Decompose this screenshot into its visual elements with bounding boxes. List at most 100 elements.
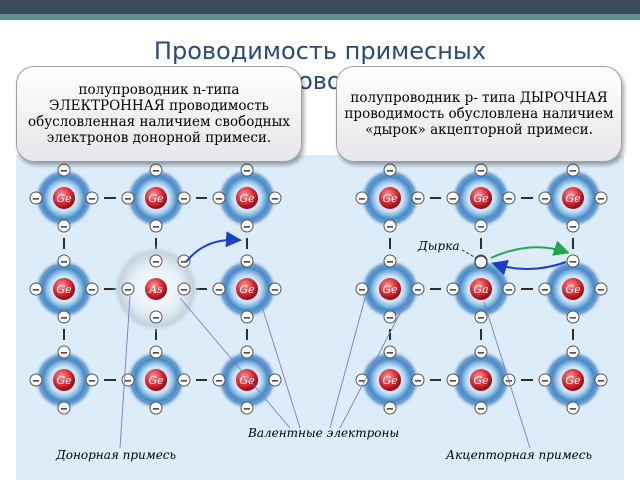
svg-text:−: − bbox=[414, 194, 422, 205]
svg-text:−: − bbox=[88, 194, 96, 205]
svg-text:−: − bbox=[180, 194, 188, 205]
svg-text:−: − bbox=[358, 285, 366, 296]
valence-electron: − bbox=[149, 254, 163, 268]
valence-electron: − bbox=[240, 254, 254, 268]
atom-label: Ge bbox=[473, 374, 489, 387]
svg-text:−: − bbox=[477, 222, 485, 233]
valence-electron: − bbox=[502, 191, 516, 205]
atom-label: Ge bbox=[565, 374, 581, 387]
svg-text:−: − bbox=[152, 222, 160, 233]
valence-electron: − bbox=[57, 254, 71, 268]
hole-move-arrow bbox=[490, 240, 570, 259]
svg-text:−: − bbox=[597, 376, 605, 387]
atom-label: As bbox=[148, 283, 163, 296]
valence-electron: − bbox=[149, 310, 163, 324]
svg-text:−: − bbox=[597, 285, 605, 296]
valence-electron: − bbox=[502, 282, 516, 296]
svg-text:−: − bbox=[180, 285, 188, 296]
svg-text:−: − bbox=[569, 166, 577, 177]
free-electron-arrow bbox=[185, 231, 242, 263]
valence-electron: − bbox=[538, 373, 552, 387]
atom-label: Ge bbox=[148, 374, 164, 387]
valence-electron: − bbox=[177, 373, 191, 387]
atom-label: Ge bbox=[473, 192, 489, 205]
svg-text:−: − bbox=[243, 313, 251, 324]
ge-atom: Ge bbox=[34, 259, 94, 319]
valence-electron: − bbox=[149, 345, 163, 359]
ge-atom: Ge bbox=[126, 168, 186, 228]
valence-electron: − bbox=[177, 254, 191, 268]
valence-electron: − bbox=[446, 282, 460, 296]
svg-text:−: − bbox=[386, 313, 394, 324]
donor-caption: Донорная примесь bbox=[55, 448, 176, 462]
svg-text:−: − bbox=[569, 222, 577, 233]
svg-text:−: − bbox=[386, 348, 394, 359]
svg-text:−: − bbox=[414, 376, 422, 387]
valence-electron: − bbox=[566, 401, 580, 415]
valence-electron: − bbox=[177, 282, 191, 296]
svg-text:−: − bbox=[271, 194, 279, 205]
p-type-callout: полупроводник р- типа ДЫРОЧНАЯ проводимо… bbox=[336, 66, 622, 162]
svg-text:−: − bbox=[449, 376, 457, 387]
valence-electron: − bbox=[411, 373, 425, 387]
svg-text:−: − bbox=[60, 313, 68, 324]
svg-text:−: − bbox=[243, 222, 251, 233]
svg-text:−: − bbox=[386, 166, 394, 177]
valence-electron: − bbox=[566, 219, 580, 233]
svg-text:−: − bbox=[541, 285, 549, 296]
ge-atom: Ge bbox=[543, 168, 603, 228]
svg-text:−: − bbox=[124, 285, 132, 296]
valence-electron: − bbox=[474, 163, 488, 177]
acceptor-caption: Акцепторная примесь bbox=[445, 448, 592, 462]
valence-electron: − bbox=[383, 219, 397, 233]
valence-electron: − bbox=[411, 282, 425, 296]
valence-electron: − bbox=[240, 219, 254, 233]
valence-electron: − bbox=[538, 282, 552, 296]
svg-text:−: − bbox=[505, 194, 513, 205]
ge-atom: Ge bbox=[451, 350, 511, 410]
atom-label: Ge bbox=[382, 374, 398, 387]
svg-text:−: − bbox=[88, 285, 96, 296]
caption-pointer bbox=[483, 301, 531, 449]
svg-text:−: − bbox=[60, 222, 68, 233]
valence-electron: − bbox=[29, 373, 43, 387]
valence-electron: − bbox=[57, 310, 71, 324]
valence-electron: − bbox=[85, 191, 99, 205]
svg-text:−: − bbox=[597, 194, 605, 205]
valence-electron: − bbox=[240, 401, 254, 415]
atom-label: Ge bbox=[148, 192, 164, 205]
atom-label: Ge bbox=[239, 283, 255, 296]
valence-electron: − bbox=[212, 373, 226, 387]
valence-electron: − bbox=[121, 282, 135, 296]
svg-text:−: − bbox=[271, 376, 279, 387]
valence-electron: − bbox=[268, 191, 282, 205]
svg-text:−: − bbox=[477, 166, 485, 177]
valence-electron: − bbox=[538, 191, 552, 205]
valence-electron: − bbox=[383, 163, 397, 177]
svg-text:−: − bbox=[152, 166, 160, 177]
top-bar-teal bbox=[0, 14, 640, 20]
donor-atom: As bbox=[112, 245, 200, 333]
caption-pointer bbox=[119, 295, 131, 449]
valence-electron: − bbox=[566, 163, 580, 177]
ge-atom: Ge bbox=[543, 350, 603, 410]
svg-text:−: − bbox=[60, 404, 68, 415]
svg-text:−: − bbox=[152, 313, 160, 324]
valence-electron: − bbox=[594, 373, 608, 387]
svg-text:−: − bbox=[271, 285, 279, 296]
valence-electron: − bbox=[29, 282, 43, 296]
valence-electron: − bbox=[85, 282, 99, 296]
valence-electron: − bbox=[474, 401, 488, 415]
svg-text:−: − bbox=[477, 404, 485, 415]
ge-atom: Ge bbox=[360, 350, 420, 410]
ge-atom: Ge bbox=[126, 350, 186, 410]
valence-electron: − bbox=[29, 191, 43, 205]
caption-pointer bbox=[179, 297, 291, 429]
hole-pointer bbox=[461, 249, 477, 259]
valence-electron: − bbox=[594, 282, 608, 296]
ge-atom: Ge bbox=[217, 259, 277, 319]
svg-text:−: − bbox=[215, 194, 223, 205]
valence-electron: − bbox=[594, 191, 608, 205]
valence-electron: − bbox=[474, 345, 488, 359]
